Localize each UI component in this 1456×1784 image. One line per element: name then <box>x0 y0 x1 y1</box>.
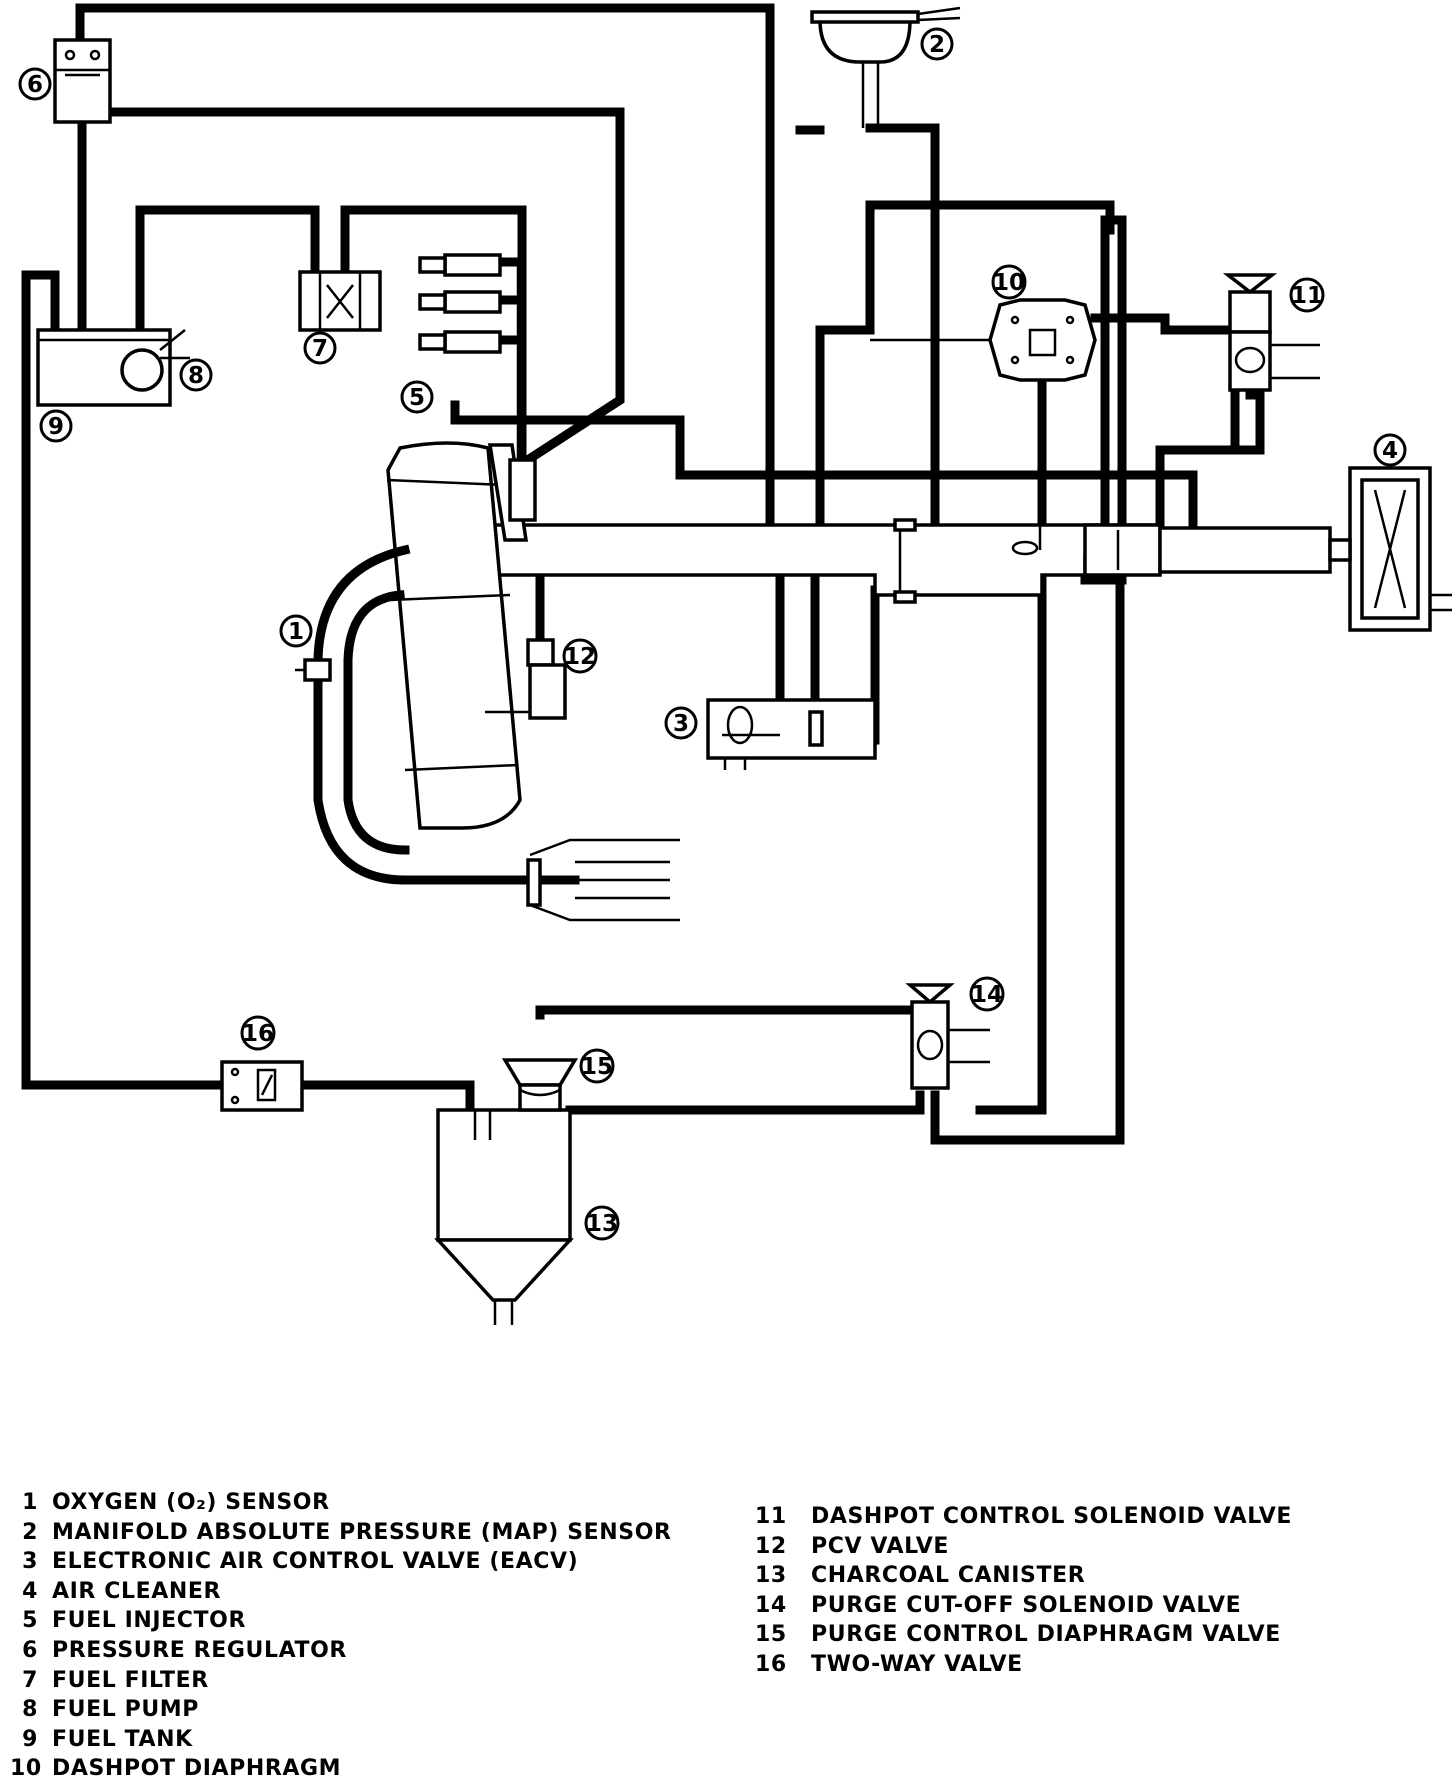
svg-text:11: 11 <box>1291 283 1323 309</box>
callout-4: 4 <box>1373 433 1407 467</box>
callout-3: 3 <box>664 706 698 740</box>
callout-7: 7 <box>303 331 337 365</box>
dashpot-control-solenoid-valve <box>1222 273 1320 392</box>
svg-text:1: 1 <box>288 619 304 645</box>
electronic-air-control-valve <box>706 698 877 770</box>
callout-2: 2 <box>920 27 954 61</box>
svg-text:4: 4 <box>1382 438 1398 464</box>
svg-text:8: 8 <box>188 363 204 389</box>
callout-15: 15 <box>579 1048 615 1084</box>
callout-14: 14 <box>969 976 1005 1012</box>
throttle-valve <box>1011 540 1039 556</box>
callout-5: 5 <box>400 380 434 414</box>
charcoal-canister <box>434 1108 574 1325</box>
callout-16: 16 <box>240 1015 276 1051</box>
purge-cut-off-solenoid-valve <box>905 983 990 1090</box>
pcv-valve <box>485 638 567 720</box>
map-sensor <box>810 6 961 128</box>
fuel-pump <box>120 329 190 392</box>
svg-text:16: 16 <box>242 1021 274 1047</box>
svg-text:6: 6 <box>27 72 43 98</box>
callout-13: 13 <box>584 1205 620 1241</box>
callout-9: 9 <box>39 409 73 443</box>
svg-text:5: 5 <box>409 385 425 411</box>
callout-12: 12 <box>562 638 598 674</box>
svg-text:14: 14 <box>971 982 1003 1008</box>
two-way-valve <box>220 1060 304 1112</box>
svg-text:9: 9 <box>48 414 64 440</box>
svg-text:2: 2 <box>929 32 945 58</box>
callout-11: 11 <box>1289 277 1325 313</box>
dashpot-diaphragm <box>870 298 1097 550</box>
callout-8: 8 <box>179 358 213 392</box>
svg-text:12: 12 <box>564 644 596 670</box>
svg-text:3: 3 <box>673 711 689 737</box>
callout-10: 10 <box>991 264 1027 300</box>
callout-6: 6 <box>18 67 52 101</box>
svg-text:15: 15 <box>581 1054 613 1080</box>
pressure-regulator <box>53 38 112 124</box>
svg-text:10: 10 <box>993 270 1025 296</box>
oxygen-sensor <box>295 658 332 682</box>
engine-block <box>386 441 529 830</box>
air-cleaner <box>1328 466 1452 632</box>
callout-1: 1 <box>279 614 313 648</box>
svg-text:13: 13 <box>586 1211 618 1237</box>
intake-manifold <box>488 518 1332 604</box>
fuel-injectors <box>418 253 537 522</box>
svg-text:7: 7 <box>312 336 328 362</box>
purge-control-diaphragm-valve <box>501 1058 579 1112</box>
fuel-filter <box>298 270 382 332</box>
